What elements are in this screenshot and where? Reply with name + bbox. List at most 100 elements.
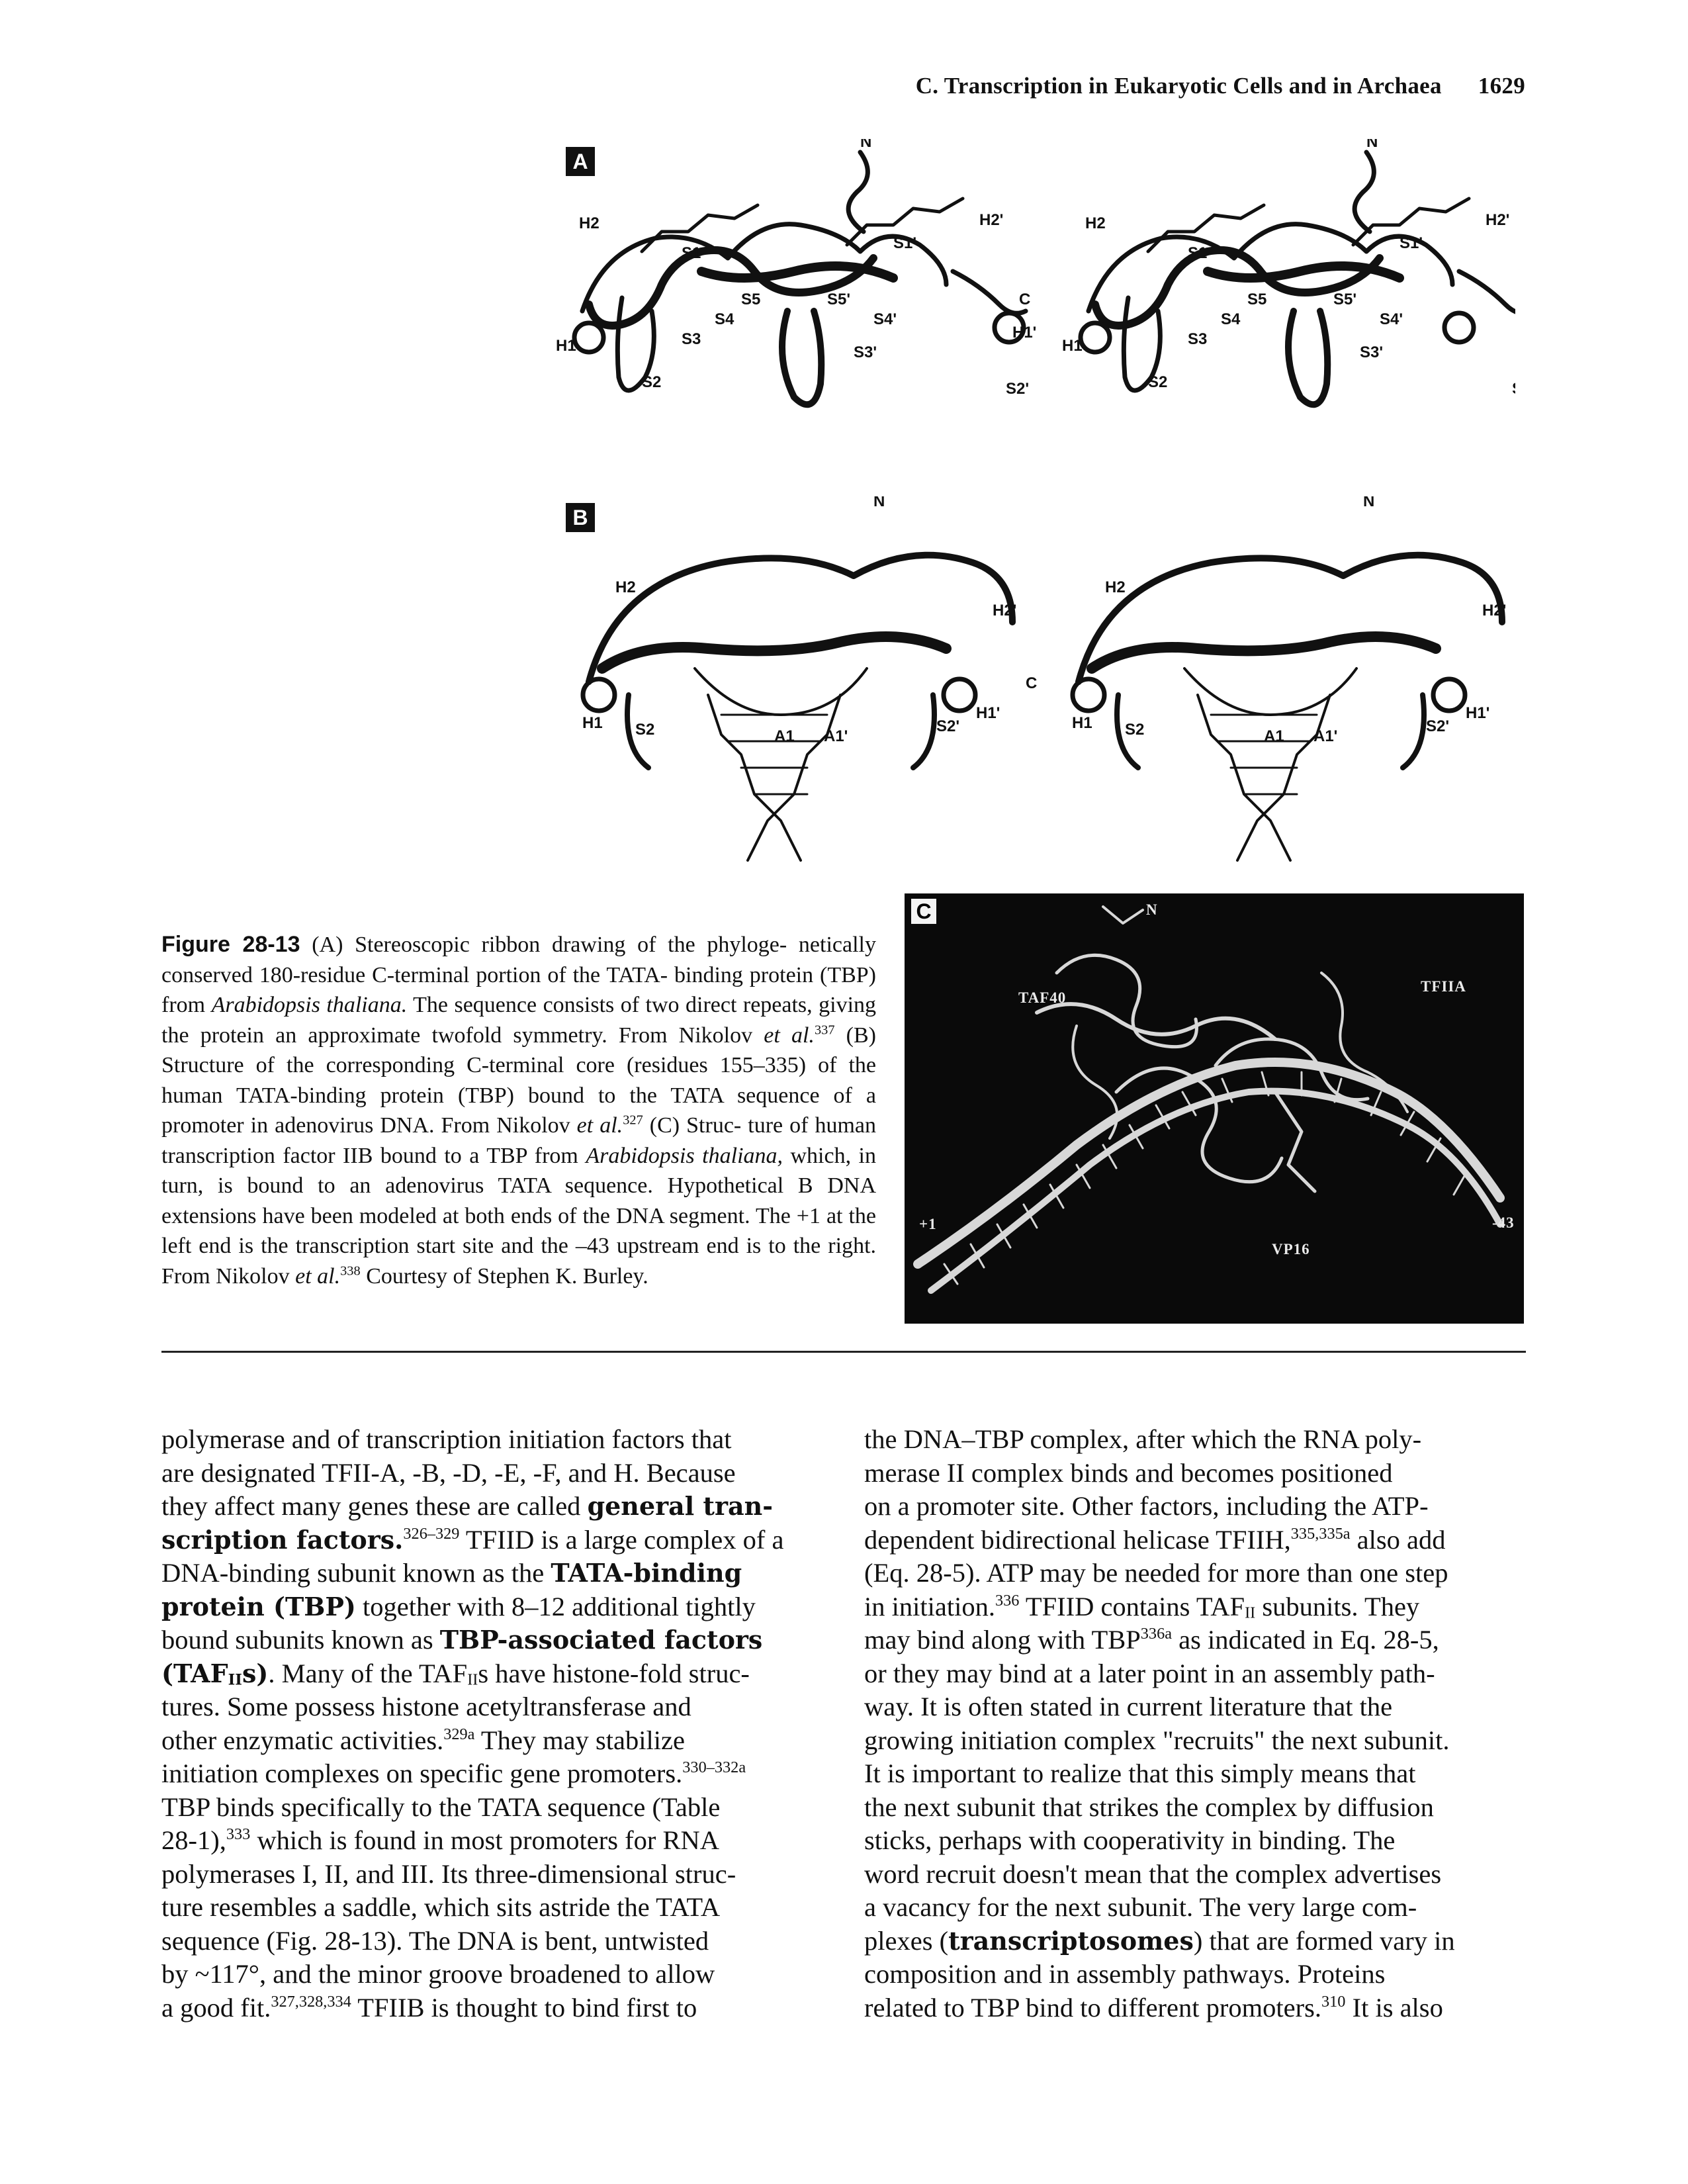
ribbon-label: S2 xyxy=(1148,373,1167,391)
figure-caption: Figure 28-13 (A) Stereoscopic ribbon dra… xyxy=(161,930,876,1291)
ribbon-label: S5 xyxy=(741,291,760,308)
ribbon-label: S4' xyxy=(873,310,897,328)
body-left-column: polymerase and of transcription initiati… xyxy=(161,1423,823,2025)
body-line: polymerases I, II, and III. Its three-di… xyxy=(161,1858,736,1889)
body-line: sticks, perhaps with cooperativity in bi… xyxy=(864,1825,1396,1855)
key-term: TBP-associated factors xyxy=(439,1625,763,1655)
caption-line: corresponding C-terminal core (residues … xyxy=(161,1053,876,1108)
ribbon-label: N xyxy=(860,139,871,151)
panel-b-label: B xyxy=(566,503,595,532)
caption-line: twofold symmetry. From Nikolov xyxy=(431,1023,764,1048)
ribbon-label: S4 xyxy=(715,310,734,328)
citation-et-al: et al. xyxy=(295,1263,341,1289)
key-term: (TAFIIs) xyxy=(161,1658,269,1688)
caption-line: (A) Stereoscopic ribbon drawing of the p… xyxy=(312,933,787,957)
ribbon-label: S5' xyxy=(1333,291,1356,308)
ribbon-label: H2' xyxy=(1486,211,1509,229)
reference-number: 330–332a xyxy=(682,1758,746,1776)
ribbon-label: S4' xyxy=(1380,310,1403,328)
body-line: polymerase and of transcription initiati… xyxy=(161,1424,732,1454)
upstream-end-label: -43 xyxy=(1492,1214,1515,1231)
panel-c-label: C xyxy=(911,899,936,924)
body-line: or they may bind at a later point in an … xyxy=(864,1658,1435,1688)
species-name: Arabidopsis thaliana. xyxy=(211,993,408,1017)
ribbon-label: S2' xyxy=(1512,380,1515,398)
ribbon-label: H1' xyxy=(976,704,1000,722)
citation-et-al: et al. xyxy=(764,1023,815,1048)
reference-number: 327 xyxy=(623,1113,643,1128)
ribbon-label: H2 xyxy=(615,578,636,596)
panel-c-complex-image: C N TAF40 TFIIA VP16 +1 -43 xyxy=(905,893,1524,1324)
body-line: ture resembles a saddle, which sits astr… xyxy=(161,1892,721,1922)
vp16-label: VP16 xyxy=(1272,1241,1310,1257)
ribbon-label: H2 xyxy=(1085,214,1106,232)
body-line: are designated TFII-A, -B, -D, -E, -F, a… xyxy=(161,1457,736,1488)
ribbon-label: A1' xyxy=(824,727,848,745)
body-line: the next subunit that strikes the comple… xyxy=(864,1792,1434,1822)
ribbon-label: S4 xyxy=(1221,310,1241,328)
reference-number: 335,335a xyxy=(1290,1524,1351,1543)
body-line: related to TBP bind to different promote… xyxy=(864,1992,1443,2023)
page-number: 1629 xyxy=(1478,73,1525,99)
key-term: TATA-binding xyxy=(551,1558,742,1588)
reference-number: 338 xyxy=(340,1263,361,1278)
body-line: a vacancy for the next subunit. The very… xyxy=(864,1892,1417,1922)
body-line: growing initiation complex "recruits" th… xyxy=(864,1725,1450,1755)
ribbon-label: N xyxy=(1363,496,1374,510)
figure-number: Figure 28-13 xyxy=(161,932,300,957)
ribbon-label: A1' xyxy=(1313,727,1337,745)
ribbon-label: S2 xyxy=(1125,721,1144,739)
reference-number: 333 xyxy=(226,1825,251,1843)
caption-line: TATA-binding protein (TBP) bound to the … xyxy=(236,1083,876,1108)
panel-a-label: A xyxy=(566,147,595,176)
body-line: word recruit doesn't mean that the compl… xyxy=(864,1858,1442,1889)
body-line: protein (TBP) together with 8–12 additio… xyxy=(161,1591,756,1621)
ribbon-label: S2' xyxy=(1006,380,1029,398)
ribbon-label: H1 xyxy=(556,337,576,355)
ribbon-label: S5' xyxy=(827,291,850,308)
ribbon-label: S1' xyxy=(893,234,916,252)
ribbon-label: H2 xyxy=(579,214,600,232)
ribbon-label: N xyxy=(1366,139,1378,151)
body-line: scription factors.326–329 TFIID is a lar… xyxy=(161,1524,784,1555)
tfiia-label: TFIIA xyxy=(1421,978,1466,995)
ribbon-label: A1 xyxy=(1264,727,1284,745)
key-term: general tran- xyxy=(587,1491,774,1521)
ribbon-label: N xyxy=(873,496,885,510)
body-line: the DNA–TBP complex, after which the RNA… xyxy=(864,1424,1422,1454)
caption-line: consists of two direct repeats, giving t… xyxy=(161,993,877,1048)
ribbon-label: H1 xyxy=(1072,714,1092,732)
reference-number: 336a xyxy=(1140,1624,1172,1643)
caption-line: binding protein (TBP) from xyxy=(161,962,876,1018)
caption-line: netically conserved 180-residue C-termin… xyxy=(161,933,876,987)
ribbon-label: S1 xyxy=(682,244,701,262)
ribbon-label: H2' xyxy=(1482,602,1506,619)
reference-number: 329a xyxy=(443,1725,475,1743)
ribbon-label: H1' xyxy=(1466,704,1489,722)
ribbon-label: H2' xyxy=(993,602,1016,619)
start-site-label: +1 xyxy=(919,1216,937,1232)
body-line: on a promoter site. Other factors, inclu… xyxy=(864,1491,1429,1521)
ribbon-label: H1' xyxy=(1012,324,1036,341)
body-line: bound subunits known as TBP-associated f… xyxy=(161,1625,763,1655)
body-line: sequence (Fig. 28-13). The DNA is bent, … xyxy=(161,1925,709,1956)
body-line: DNA-binding subunit known as the TATA-bi… xyxy=(161,1558,742,1588)
ribbon-label: S2 xyxy=(635,721,654,739)
running-head: C. Transcription in Eukaryotic Cells and… xyxy=(860,73,1525,99)
ribbon-label: S3' xyxy=(854,343,877,361)
caption-line: The sequence xyxy=(407,993,537,1017)
ribbon-label: H2 xyxy=(1105,578,1126,596)
body-line: by ~117°, and the minor groove broadened… xyxy=(161,1959,715,1989)
body-line: (Eq. 28-5). ATP may be needed for more t… xyxy=(864,1558,1448,1588)
species-name: Arabidopsis thaliana, xyxy=(586,1143,783,1168)
body-line: It is important to realize that this sim… xyxy=(864,1758,1416,1788)
caption-line: promoter in adenovirus DNA. From Nikolov xyxy=(161,1113,577,1138)
reference-number: 327,328,334 xyxy=(271,1992,351,2011)
taf40-label: TAF40 xyxy=(1018,989,1067,1006)
ribbon-label: H2' xyxy=(979,211,1003,229)
key-term: protein (TBP) xyxy=(161,1591,356,1621)
body-line: tures. Some possess histone acetyltransf… xyxy=(161,1692,691,1721)
n-terminus-label: N xyxy=(1146,901,1158,918)
